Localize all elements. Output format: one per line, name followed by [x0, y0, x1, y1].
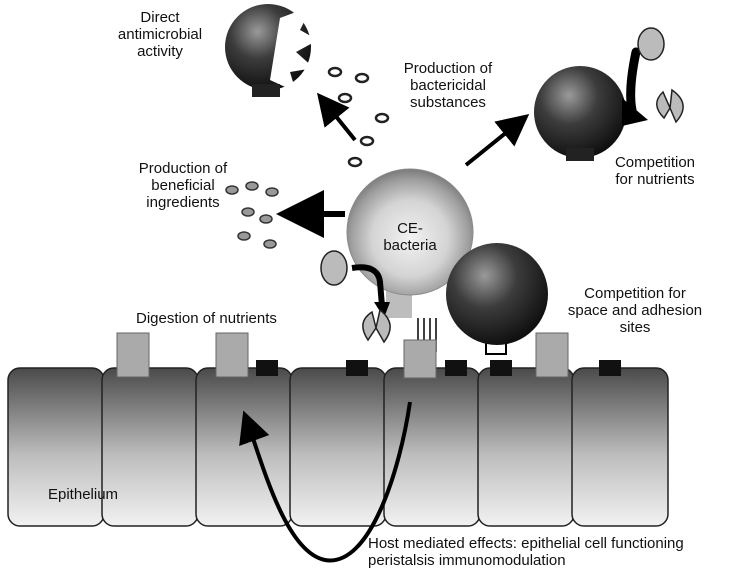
nutrient-capture [320, 250, 391, 344]
arrow-to-competition-nutrients [464, 113, 530, 167]
label-digestion-nutrients: Digestion of nutrients [136, 310, 277, 327]
bactericidal-particles [327, 66, 390, 168]
adhesion-sites [256, 360, 621, 376]
ce-bacteria-cell [346, 168, 474, 318]
label-bactericidal-substances: Production of bactericidal substances [403, 60, 493, 111]
arrow-to-antimicrobial [316, 92, 357, 142]
label-ce-bacteria: CE- bacteria [383, 220, 437, 254]
target-bacterium-top-left [225, 4, 318, 97]
receptors-grey [116, 332, 569, 379]
label-direct-antimicrobial: Direct antimicrobial activity [117, 9, 203, 60]
label-host-mediated-effects: Host mediated effects: epithelial cell f… [368, 535, 684, 569]
beneficial-particles [225, 181, 279, 249]
label-epithelium: Epithelium [48, 486, 119, 503]
label-beneficial-ingredients: Production of beneficial ingredients [138, 160, 228, 211]
adhesion-competitor-bacterium [446, 243, 548, 355]
host-effects-arrow [239, 401, 412, 563]
epithelium-layer [7, 367, 669, 527]
label-competition-space: Competition for space and adhesion sites [567, 285, 703, 336]
competitor-bacterium-top-right [534, 27, 684, 161]
label-competition-nutrients: Competition for nutrients [614, 154, 696, 188]
